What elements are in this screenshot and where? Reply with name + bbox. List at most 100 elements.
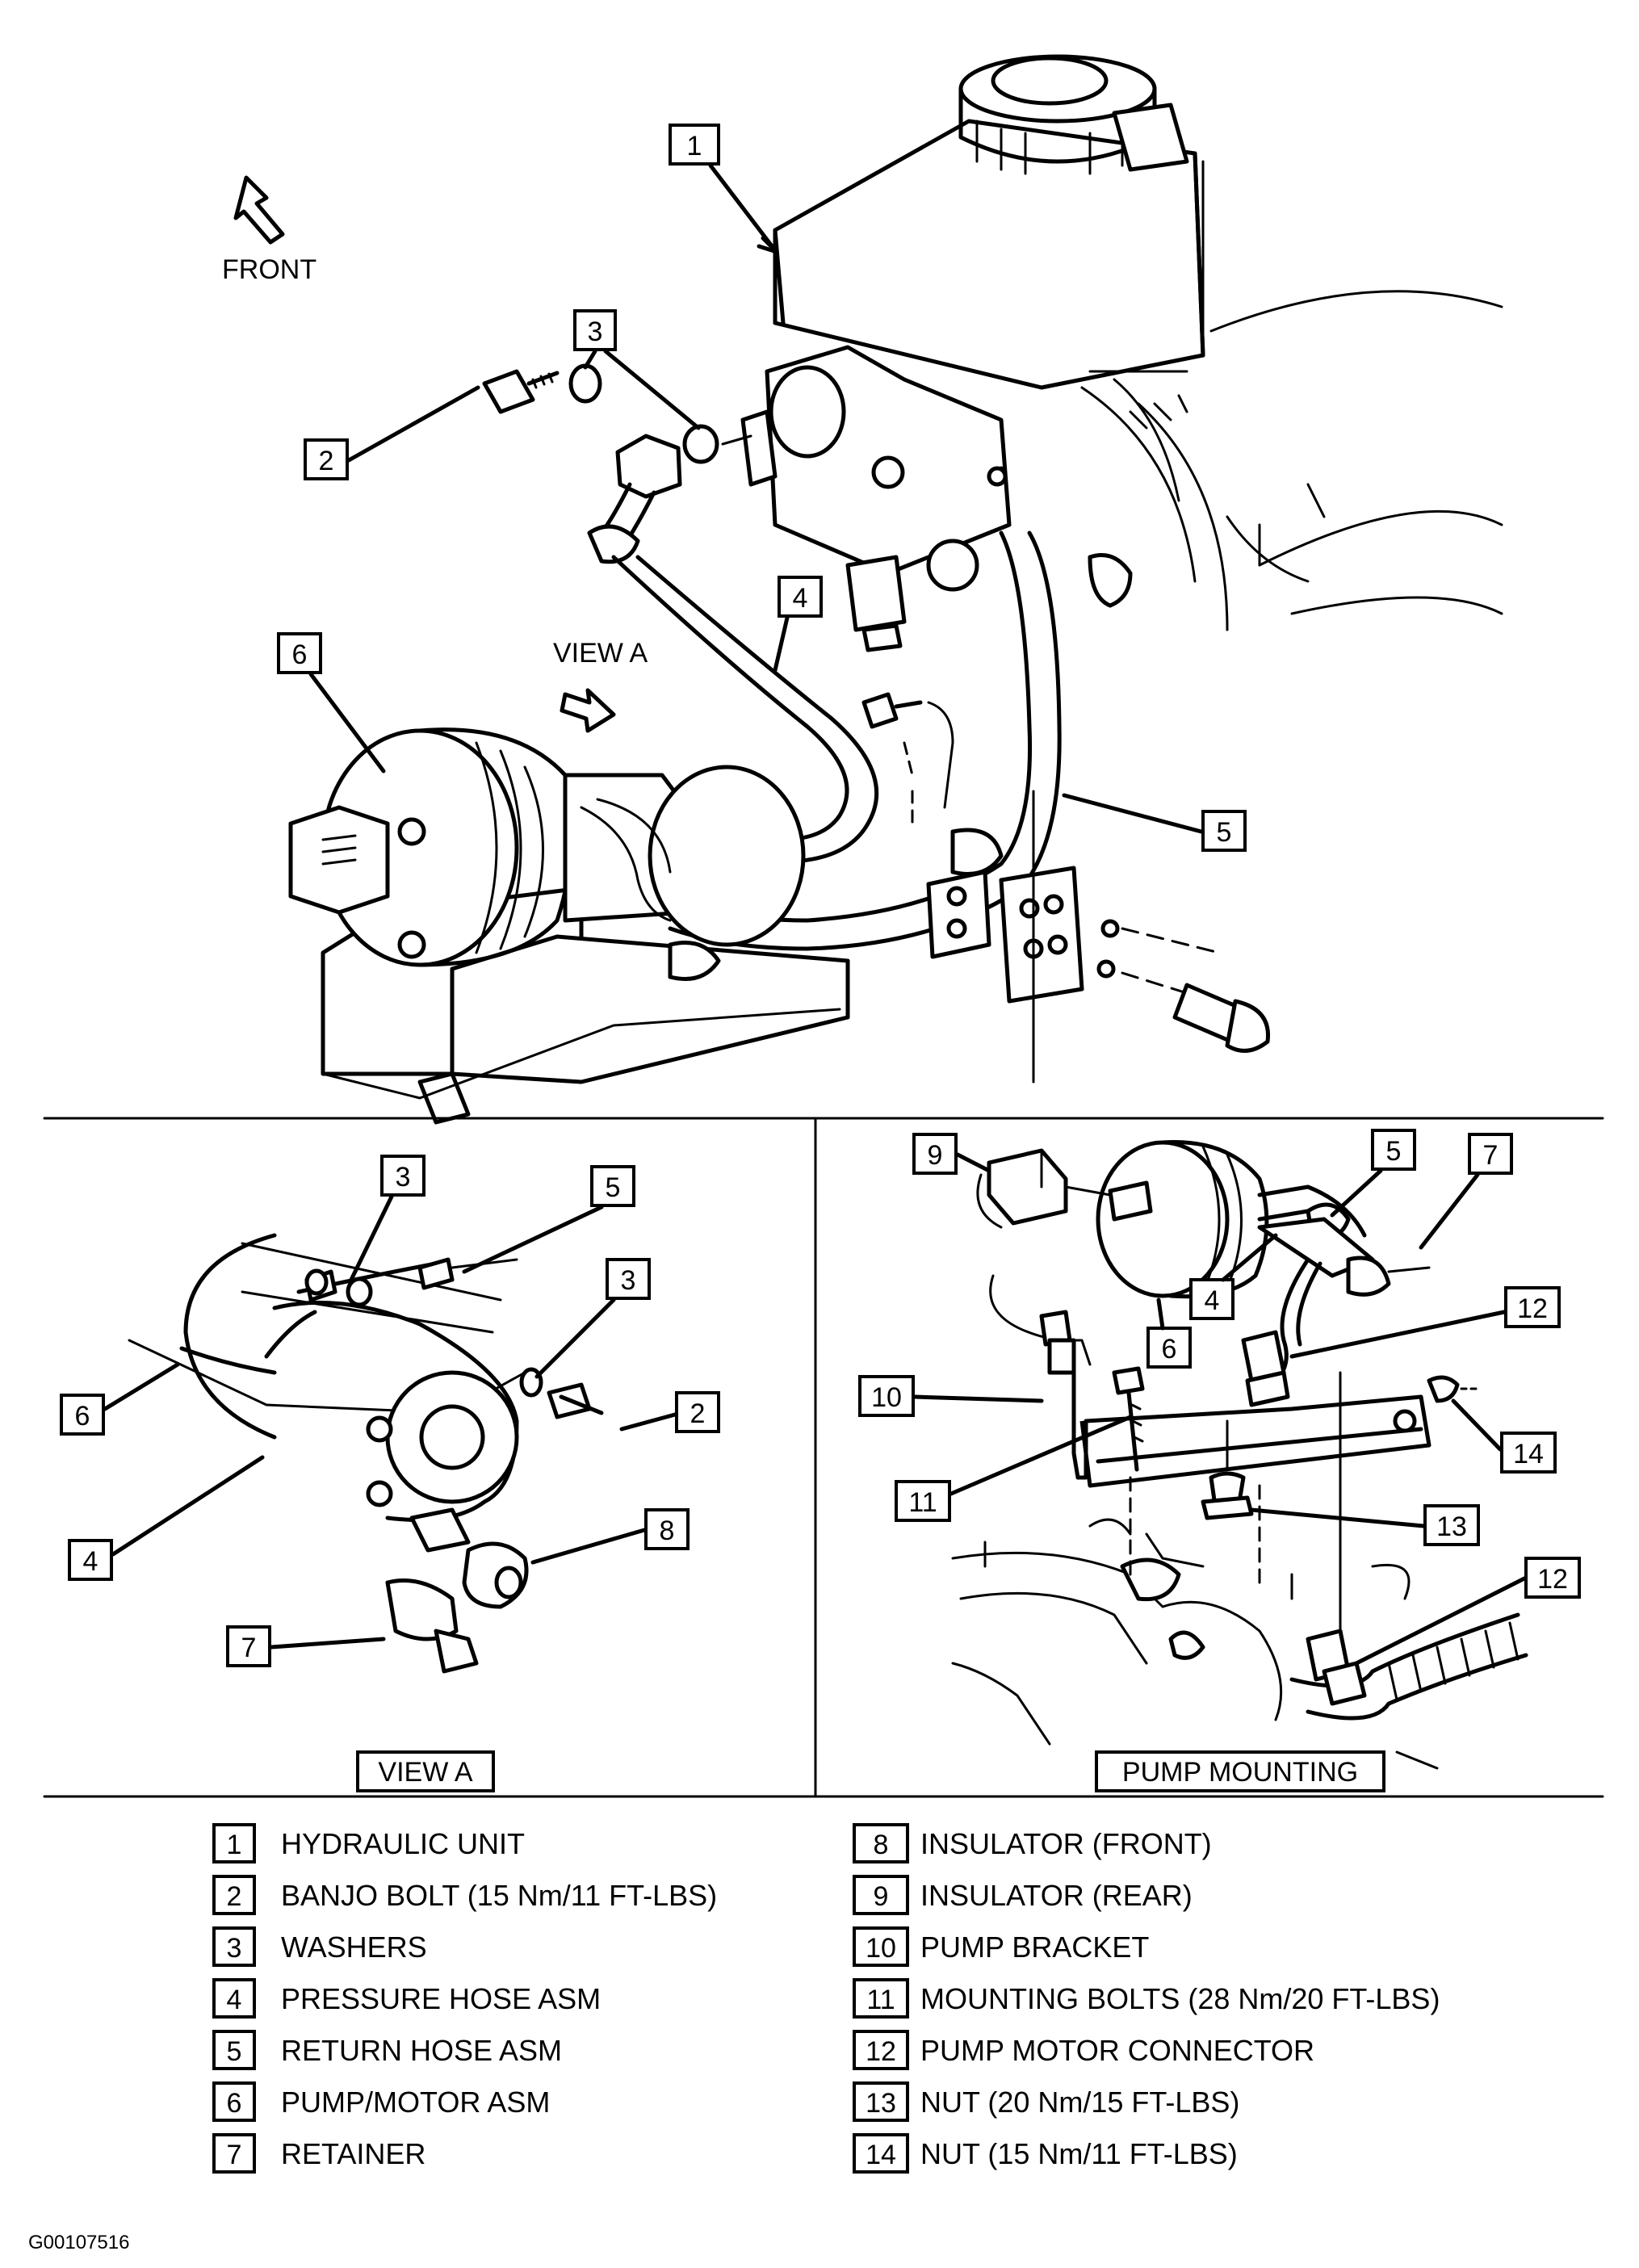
legend-text-11: MOUNTING BOLTS (28 Nm/20 FT-LBS): [920, 1982, 1440, 2015]
banjo-bolt: [482, 369, 560, 414]
view-a-callout-8: 8: [660, 1515, 675, 1546]
callout-2: 2: [319, 446, 334, 476]
callout-1-box: [669, 124, 720, 166]
view-a-arrow-icon: [560, 688, 616, 733]
pm-callout-5-box: [1371, 1129, 1416, 1171]
view-a-callout-2-box: [675, 1391, 720, 1433]
pm-callout-12a: 12: [1517, 1293, 1548, 1324]
callout-4: 4: [793, 583, 808, 614]
hydraulic-unit: [740, 54, 1503, 652]
legend-box-9: [853, 1875, 909, 1915]
pm-callout-11-box: [895, 1480, 951, 1522]
pm-callout-7-box: [1468, 1133, 1513, 1175]
view-a-callout-3b: 3: [621, 1265, 636, 1296]
view-a-panel: 3 5 3 2 6 4 8 7 VIEW A: [60, 1155, 720, 1792]
view-a-callout-5-box: [590, 1165, 635, 1207]
washer-right: [682, 424, 719, 464]
legend-number-12: 12: [866, 2036, 896, 2067]
legend-text-14: NUT (15 Nm/11 FT-LBS): [920, 2137, 1238, 2170]
pm-callout-6-box: [1146, 1327, 1192, 1369]
legend-text-3: WASHERS: [281, 1931, 427, 1964]
pm-callout-10: 10: [871, 1382, 902, 1413]
legend-number-10: 10: [866, 1933, 896, 1964]
legend-box-12: [853, 2030, 909, 2070]
pm-callout-7: 7: [1483, 1140, 1499, 1171]
callout-3-top: 3: [588, 317, 603, 347]
view-a-callout-7: 7: [241, 1633, 257, 1663]
pm-callout-6: 6: [1162, 1334, 1177, 1365]
legend-box-6: [212, 2081, 256, 2122]
legend-number-6: 6: [227, 2088, 242, 2119]
legend-text-13: NUT (20 Nm/15 FT-LBS): [920, 2086, 1239, 2119]
main-view: FRONT: [222, 54, 1503, 1125]
view-a-callout-4: 4: [83, 1546, 99, 1577]
view-a-callout-3a: 3: [396, 1162, 411, 1193]
legend-number-2: 2: [227, 1881, 242, 1912]
callout-4-box: [778, 576, 823, 618]
legend-box-3: [212, 1926, 256, 1967]
view-a-callout-4-box: [68, 1539, 113, 1581]
legend-text-6: PUMP/MOTOR ASM: [281, 2086, 550, 2119]
callout-6: 6: [292, 639, 308, 670]
legend-text-7: RETAINER: [281, 2137, 425, 2170]
legend-number-7: 7: [227, 2140, 242, 2170]
legend-number-9: 9: [874, 1881, 889, 1912]
legend-box-4: [212, 1978, 256, 2019]
legend-number-4: 4: [227, 1985, 242, 2015]
pump-mounting-title-box: [1095, 1750, 1385, 1792]
pm-callout-11: 11: [908, 1487, 937, 1518]
view-a-title: VIEW A: [378, 1757, 472, 1788]
pm-callout-13: 13: [1436, 1511, 1467, 1542]
view-a-callout-3b-box: [606, 1258, 651, 1300]
callout-5: 5: [1217, 817, 1232, 848]
pump-bracket-plates: [926, 790, 1270, 1084]
pump-motor-assembly: [288, 727, 850, 1125]
pump-mounting-title: PUMP MOUNTING: [1122, 1757, 1358, 1788]
callout-2-box: [304, 438, 349, 480]
front-label: FRONT: [222, 254, 316, 285]
pm-callout-12b-box: [1524, 1557, 1581, 1599]
pm-callout-9: 9: [928, 1140, 943, 1171]
legend-text-8: INSULATOR (FRONT): [920, 1827, 1212, 1860]
legend-text-10: PUMP BRACKET: [920, 1931, 1149, 1964]
legend-text-9: INSULATOR (REAR): [920, 1879, 1193, 1912]
pm-callout-12a-box: [1504, 1286, 1561, 1328]
front-arrow-icon: [233, 175, 285, 245]
pm-callout-12b: 12: [1537, 1564, 1568, 1595]
pm-callout-14-box: [1500, 1432, 1557, 1474]
view-a-callout-7-box: [226, 1625, 271, 1667]
legend-box-8: [853, 1823, 909, 1863]
legend-text-4: PRESSURE HOSE ASM: [281, 1982, 601, 2015]
legend-number-8: 8: [874, 1830, 889, 1860]
view-a-title-box: [356, 1750, 495, 1792]
legend-box-2: [212, 1875, 256, 1915]
view-a-callout-6-box: [60, 1394, 105, 1436]
view-a-callout-3a-box: [380, 1155, 425, 1197]
bracket-bolt: [861, 692, 954, 825]
washer-left: [568, 363, 602, 404]
banjo-fitting: [615, 434, 682, 499]
callout-1: 1: [687, 131, 702, 161]
legend-text-5: RETURN HOSE ASM: [281, 2034, 562, 2067]
legend-number-5: 5: [227, 2036, 242, 2067]
view-a-arrow-label: VIEW A: [553, 638, 648, 669]
legend-box-11: [853, 1978, 909, 2019]
pm-callout-4: 4: [1205, 1285, 1220, 1316]
view-a-callout-6: 6: [75, 1401, 90, 1432]
figure-id: G00107516: [28, 2232, 129, 2253]
view-a-callout-2: 2: [690, 1398, 706, 1429]
legend-box-13: [853, 2081, 909, 2122]
legend-box-7: [212, 2133, 256, 2174]
legend-number-11: 11: [866, 1985, 895, 2015]
legend-number-13: 13: [866, 2088, 896, 2119]
pm-callout-10-box: [858, 1375, 915, 1417]
pm-callout-14: 14: [1513, 1439, 1544, 1469]
callout-6-box: [277, 632, 322, 674]
legend-box-14: [853, 2133, 909, 2174]
legend-text-1: HYDRAULIC UNIT: [281, 1827, 525, 1860]
callout-5-box: [1201, 810, 1247, 852]
legend-number-14: 14: [866, 2140, 896, 2170]
pm-callout-4-box: [1189, 1278, 1234, 1320]
